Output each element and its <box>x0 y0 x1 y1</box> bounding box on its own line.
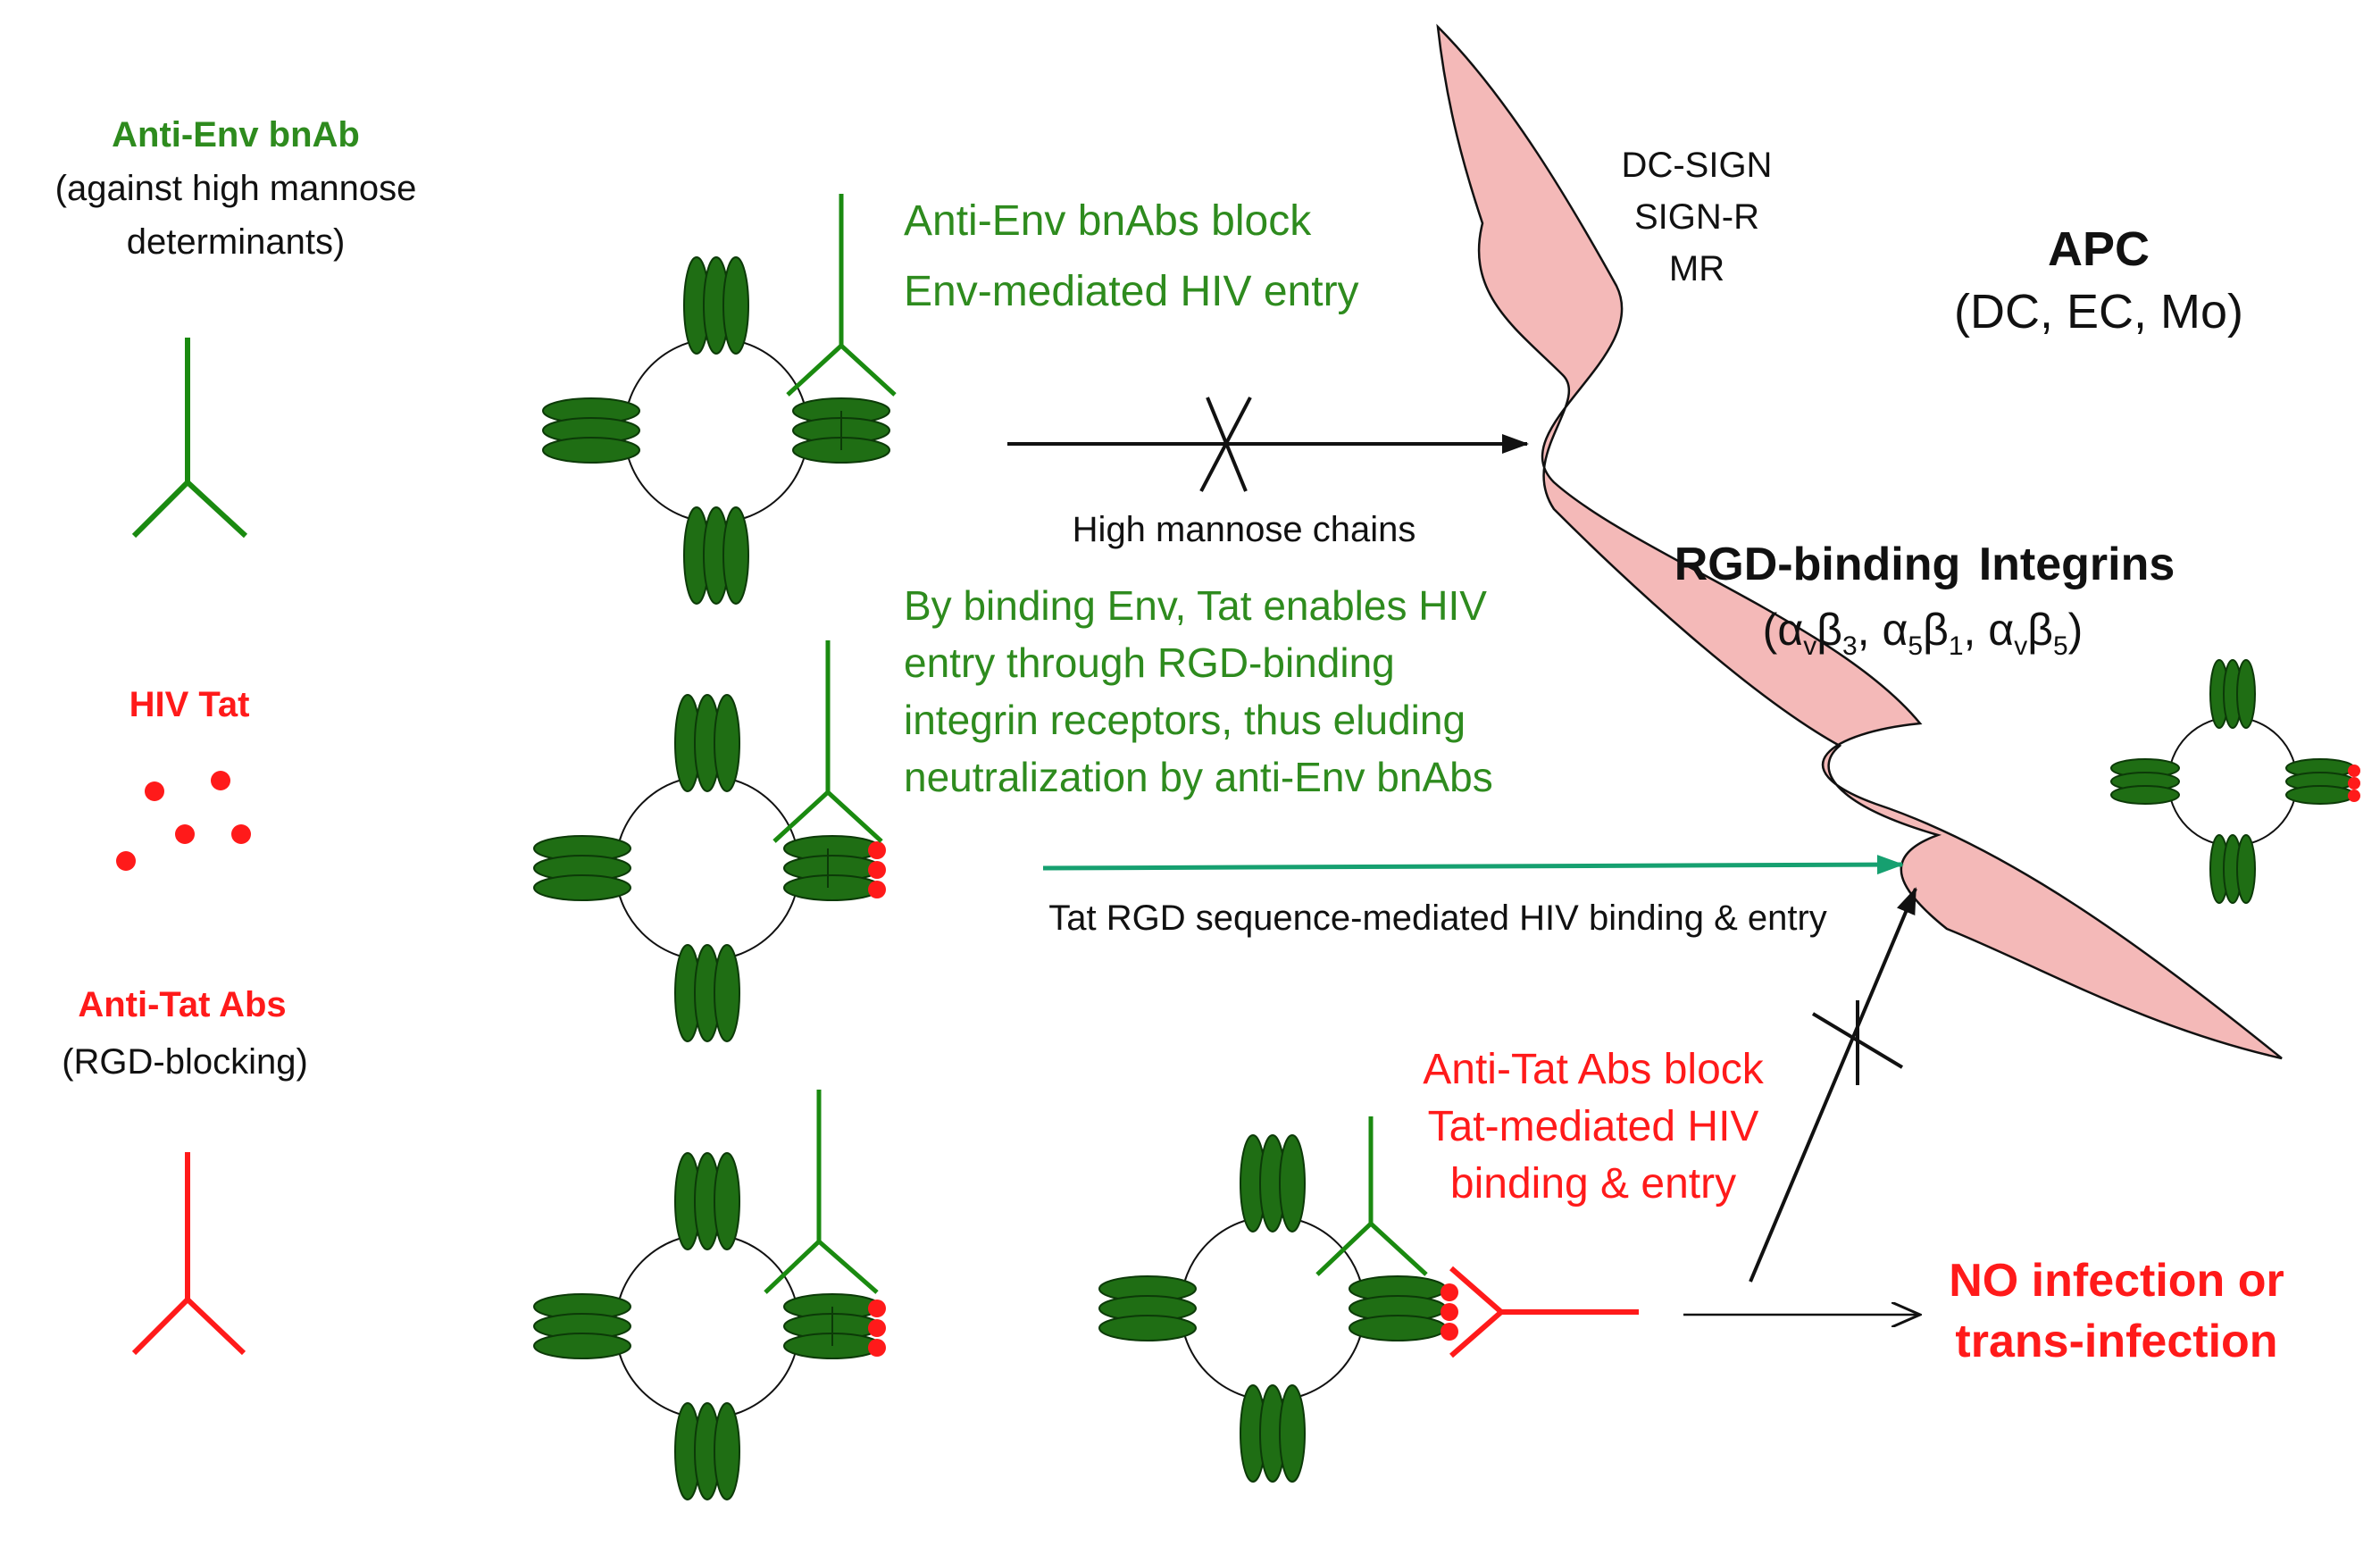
bound-anti-env-antibody <box>1315 1116 1428 1276</box>
tat-legend-title: HIV Tat <box>129 685 250 724</box>
bound-anti-env-antibody <box>764 1090 879 1346</box>
row2-caption-line3: integrin receptors, thus eluding <box>904 697 1466 743</box>
anti-tat-antibody-icon <box>131 1152 246 1356</box>
row1-caption-line2: Env-mediated HIV entry <box>904 268 1359 315</box>
tat-protein-dots-icon <box>116 771 251 871</box>
anti-env-antibody-icon <box>131 338 248 539</box>
anti-env-legend-title: Anti-Env bnAb <box>112 115 360 155</box>
apc-receptor-list: DC-SIGN SIGN-R MR <box>1622 139 1773 295</box>
row2-caption: By binding Env, Tat enables HIV entry th… <box>904 577 1493 806</box>
row2-tat-entry-arrow <box>1042 855 1904 875</box>
receptor-mr: MR <box>1668 249 1725 288</box>
hiv-virion-row3-b <box>1098 1116 1639 1483</box>
apc-subtitle: (DC, EC, Mo) <box>1954 285 2243 338</box>
hiv-virion-row3-a <box>533 1090 886 1500</box>
apc-cell-shape <box>1436 23 2283 1060</box>
row1-blocked-arrow <box>1007 397 1529 492</box>
row2-caption-line1: By binding Env, Tat enables HIV <box>904 582 1487 629</box>
anti-env-legend-desc-2: determinants) <box>126 222 346 262</box>
receptor-dc-sign: DC-SIGN <box>1621 146 1773 185</box>
row3-caption: Anti-Tat Abs block Tat-mediated HIV bind… <box>1423 1041 1764 1213</box>
bound-anti-env-antibody <box>772 640 883 888</box>
row1-caption-line1: Anti-Env bnAbs block <box>904 197 1312 245</box>
outcome-line2: trans-infection <box>1955 1316 2278 1367</box>
row3-blocked-arrow <box>1749 887 1917 1283</box>
row3-caption-line1: Anti-Tat Abs block <box>1423 1046 1764 1093</box>
integrins-title: RGD-binding Integrins <box>1674 539 2175 590</box>
integrins-list: (αvβ3, α5β1, αvβ5) <box>1762 605 2084 661</box>
row2-caption-line2: entry through RGD-binding <box>904 639 1395 686</box>
receptor-sign-r: SIGN-R <box>1633 197 1759 237</box>
hiv-virion-row1 <box>542 194 897 605</box>
outcome-line1: NO infection or <box>1949 1255 2284 1307</box>
row1-arrow-label: High mannose chains <box>1072 510 1416 549</box>
bound-anti-tat-antibody <box>1449 1266 1639 1358</box>
row2-arrow-label: Tat RGD sequence-mediated HIV binding & … <box>1048 898 1827 938</box>
row2-caption-line4: neutralization by anti-Env bnAbs <box>904 754 1493 800</box>
anti-tat-legend-desc: (RGD-blocking) <box>62 1042 308 1082</box>
hiv-virion-bound-to-apc <box>2110 659 2360 904</box>
row3-caption-line3: binding & entry <box>1449 1160 1737 1208</box>
anti-env-legend-desc-1: (against high mannose <box>54 169 417 208</box>
bound-anti-env-antibody <box>786 194 897 450</box>
apc-title: APC <box>2047 222 2150 276</box>
row3-caption-line2: Tat-mediated HIV <box>1427 1103 1759 1150</box>
anti-tat-legend-title: Anti-Tat Abs <box>78 985 287 1024</box>
hiv-virion-row2 <box>533 640 886 1042</box>
